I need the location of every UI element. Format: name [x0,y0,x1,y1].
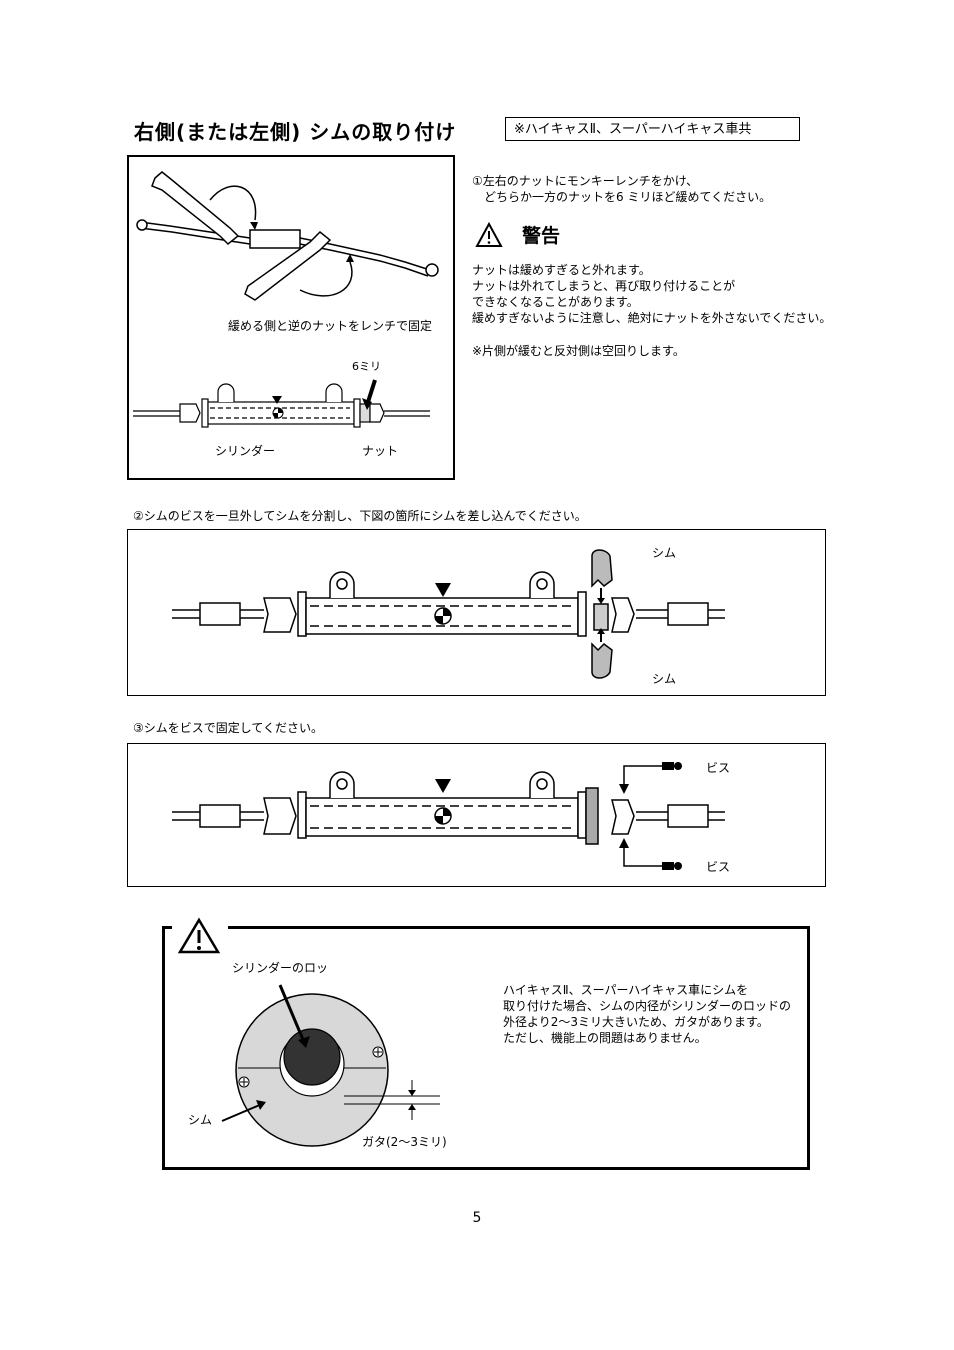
page-number: 5 [472,1210,482,1226]
label-screw-top: ビス [706,761,731,775]
warning-line-3: できなくなることがあります。 [472,295,639,309]
step1-figure-box [127,155,455,480]
label-rod: シリンダーのロッ [232,961,329,975]
warning-line-2: ナットは外れてしまうと、再び取り付けることが [472,279,736,293]
caution-line-2: 取り付けた場合、シムの内径がシリンダーのロッドの [503,999,792,1013]
label-6mm: 6ミリ [352,360,381,373]
warning-line-1: ナットは緩めすぎると外れます。 [472,263,651,277]
label-screw-bottom: ビス [706,860,731,874]
label-shim-top: シム [652,546,677,560]
caution-line-3: 外径より2～3ミリ大きいため、ガタがあります。 [503,1015,769,1029]
side-note: ※片側が緩むと反対側は空回りします。 [472,344,685,358]
label-nut: ナット [362,444,399,458]
caution-box [162,926,810,1170]
step1-figure-caption: 緩める側と逆のナットをレンチで固定 [228,319,433,333]
step2-figure-box [127,529,826,696]
step3-instruction: ③シムをビスで固定してください。 [133,721,324,735]
step3-figure-box [127,743,826,887]
step1-instruction-2: どちらか一方のナットを6 ミリほど緩めてください。 [472,190,772,204]
caution-line-1: ハイキャスⅡ、スーパーハイキャス車にシムを [503,983,749,997]
warning-line-4: 緩めすぎないように注意し、絶対にナットを外さないでください。 [472,311,832,325]
label-shim: シム [188,1113,213,1127]
vehicle-note: ※ハイキャスⅡ、スーパーハイキャス車共 [505,117,800,141]
label-cylinder: シリンダー [215,444,276,458]
step2-instruction: ②シムのビスを一旦外してシムを分割し、下図の箇所にシムを差し込んでください。 [133,509,587,523]
warning-title: 警告 [522,225,561,247]
page-title: 右側(または左側) シムの取り付け [134,120,457,144]
label-gap: ガタ(2～3ミリ) [362,1135,447,1149]
label-shim-bottom: シム [652,672,677,686]
caution-line-4: ただし、機能上の問題はありません。 [503,1031,707,1045]
step1-instruction-1: ①左右のナットにモンキーレンチをかけ、 [472,174,699,188]
